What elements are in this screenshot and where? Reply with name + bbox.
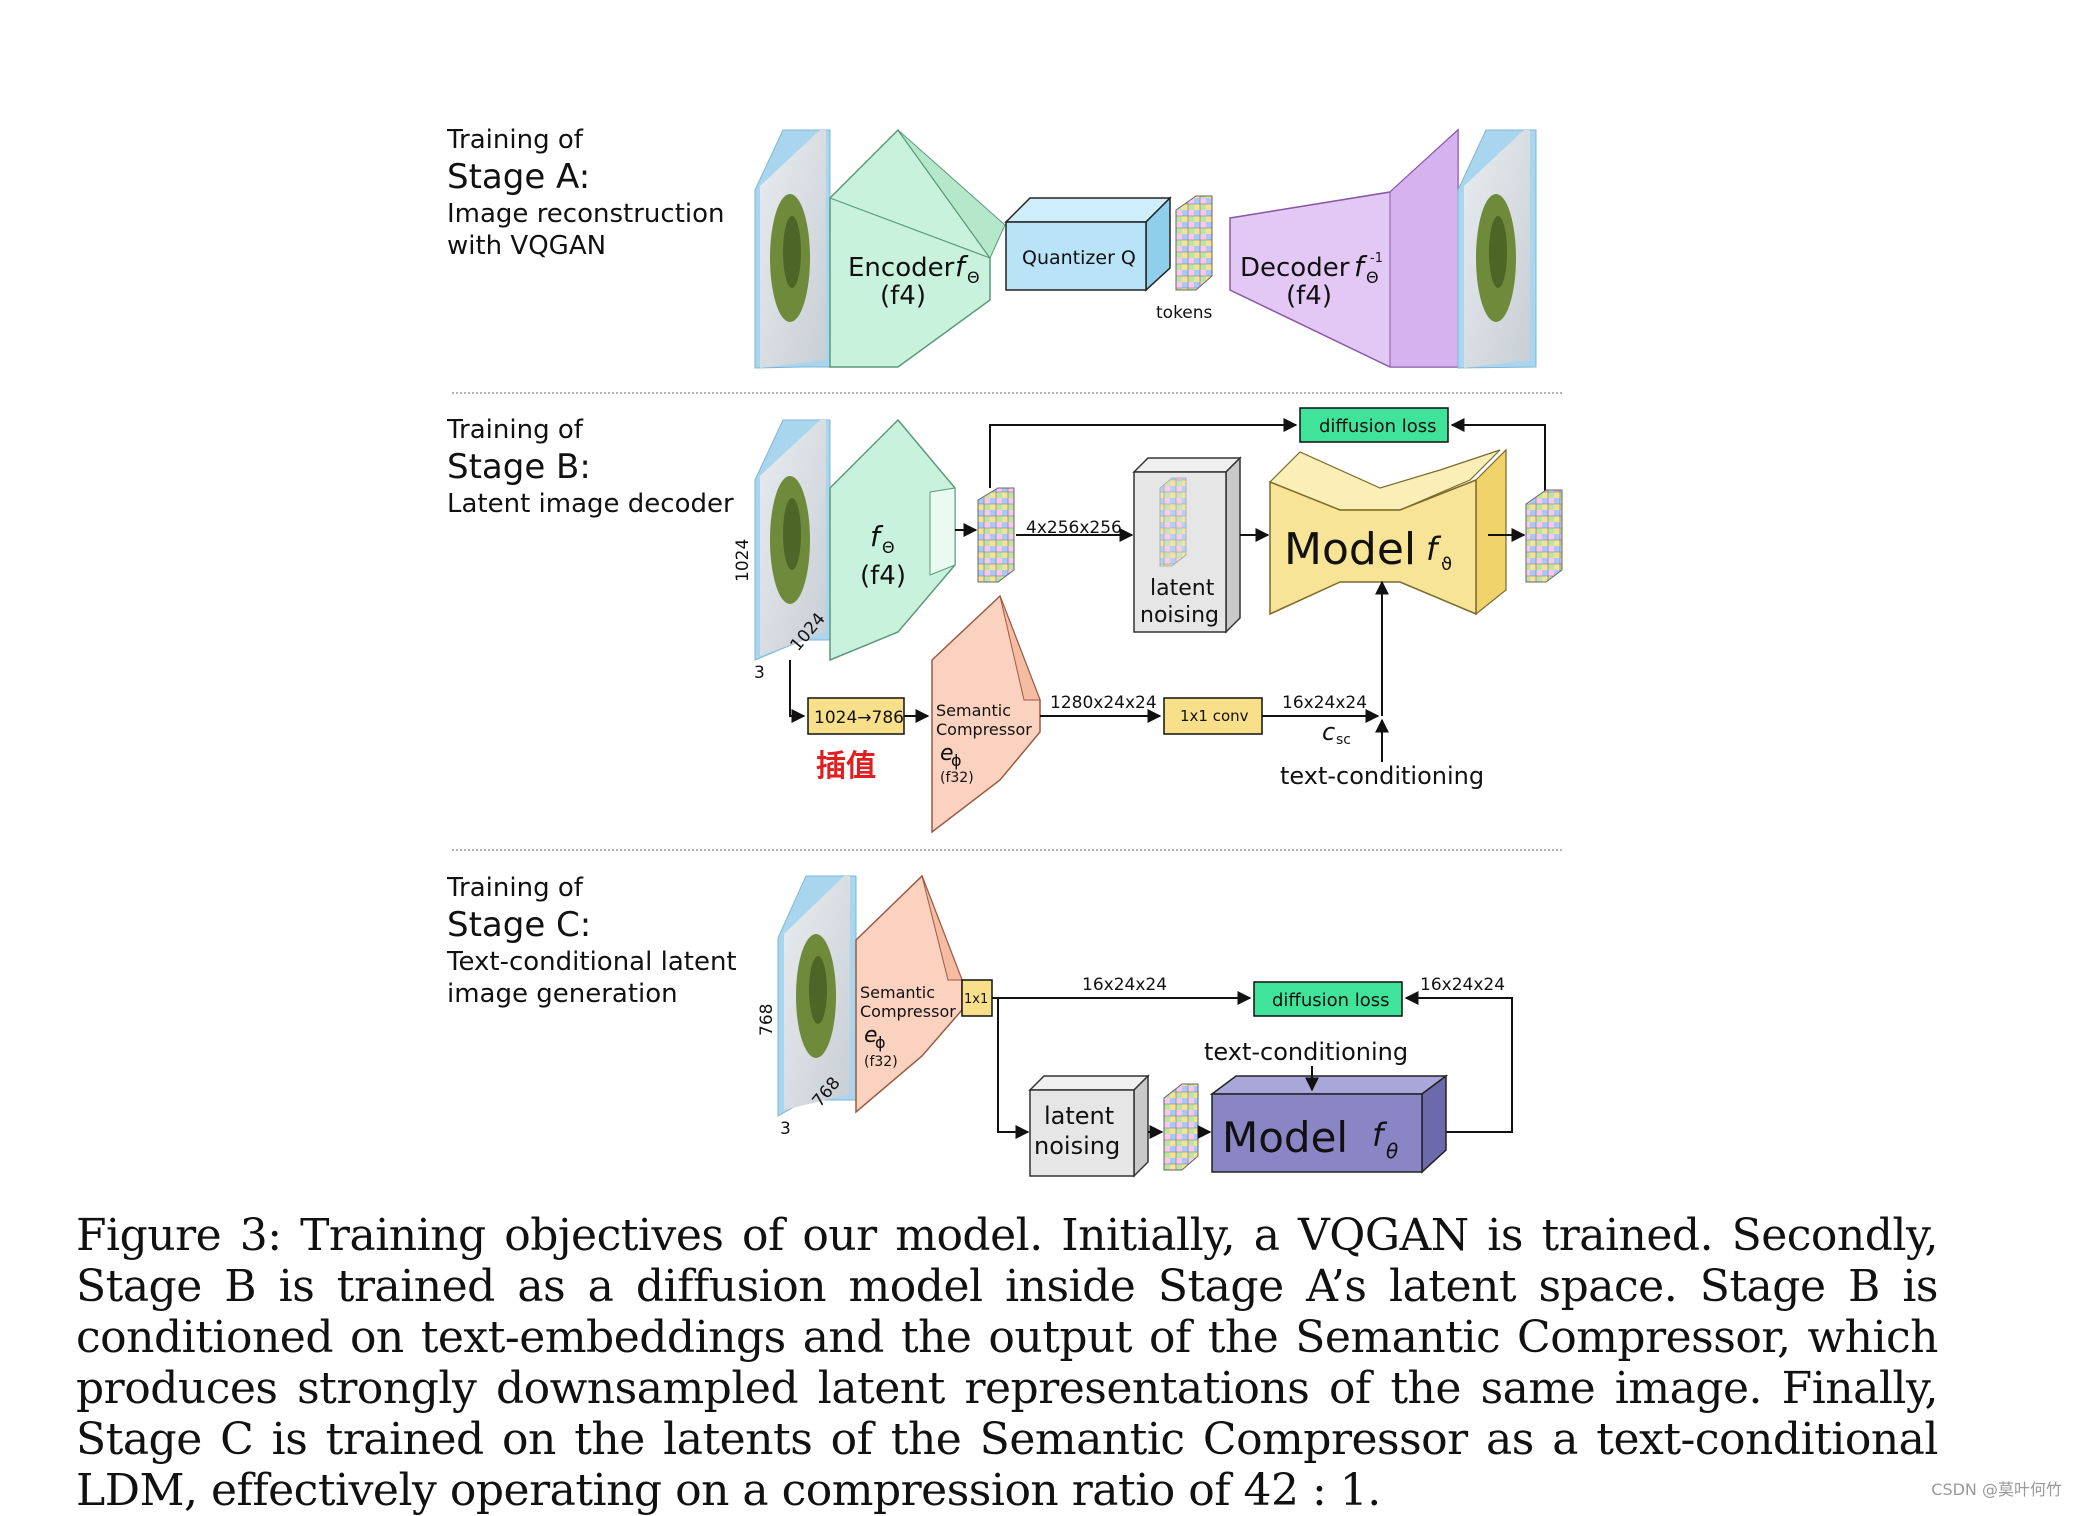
stage-c-title: Stage C: bbox=[447, 905, 591, 945]
stage-c-noising-line1: latent bbox=[1044, 1102, 1114, 1130]
stage-a-output-image bbox=[1457, 129, 1537, 369]
stage-b-compressor-sub: ϕ bbox=[951, 751, 962, 770]
stage-c-compressor-symbol: e bbox=[864, 1023, 878, 1048]
stage-c-shape-top: 16x24x24 bbox=[1082, 975, 1167, 995]
stage-c-latent-noising: latent noising bbox=[1028, 1074, 1150, 1178]
stage-c-labels: Training of Stage C: Text-conditional la… bbox=[446, 873, 737, 1009]
stage-c-conv-label: 1x1 bbox=[964, 992, 988, 1007]
stage-c-model-sub: θ bbox=[1386, 1139, 1398, 1163]
stage-b-shape-latent: 4x256x256 bbox=[1026, 518, 1122, 538]
stage-b-encoder: f Θ (f4) bbox=[829, 418, 956, 662]
stage-b-model-sub: ϑ bbox=[1441, 554, 1452, 575]
stage-b-csc-symbol: c bbox=[1322, 718, 1335, 746]
stage-a-tokens-label: tokens bbox=[1156, 303, 1213, 323]
stage-a-decoder-f: (f4) bbox=[1286, 281, 1332, 311]
stage-b-conv: 1x1 conv bbox=[1163, 697, 1263, 735]
stage-b-resize-block: 1024→786 bbox=[807, 697, 905, 735]
stage-b-semantic-compressor: Semantic Compressor e ϕ (f32) bbox=[931, 594, 1041, 834]
stage-c-input-image: 768 768 3 bbox=[757, 875, 857, 1139]
stage-c-semantic-compressor: Semantic Compressor e ϕ (f32) bbox=[855, 874, 963, 1114]
stage-c-compressor-f: (f32) bbox=[864, 1054, 898, 1070]
stage-b-labels: Training of Stage B: Latent image decode… bbox=[446, 415, 734, 519]
stage-b-title: Stage B: bbox=[447, 447, 591, 487]
stage-a-encoder: Encoder f Θ (f4) bbox=[829, 128, 1006, 368]
stage-c-model: Model f θ bbox=[1209, 1074, 1449, 1174]
stage-b-annotation-interpolation: 插值 bbox=[816, 749, 876, 784]
stage-b-conv-label: 1x1 conv bbox=[1180, 707, 1249, 725]
stage-b-arrow-loss-right bbox=[1450, 418, 1546, 502]
stage-a-quantizer: Quantizer Q bbox=[1004, 196, 1172, 292]
stage-c-compressor-sub: ϕ bbox=[875, 1033, 886, 1052]
stage-c-dim-height: 768 bbox=[757, 1004, 777, 1036]
stage-c-latent-grid bbox=[1163, 1083, 1199, 1171]
stage-b-encoder-sub: Θ bbox=[882, 538, 895, 557]
stage-b-latent-grid bbox=[977, 487, 1015, 583]
stage-c-diffusion-loss: diffusion loss bbox=[1253, 981, 1403, 1017]
stage-c-model-label: Model bbox=[1222, 1113, 1348, 1162]
watermark: CSDN @莫叶何竹 bbox=[1931, 1480, 2062, 1499]
stage-b-diffusion-loss: diffusion loss bbox=[1299, 407, 1449, 443]
stage-c-training-of: Training of bbox=[446, 873, 584, 903]
stage-b-output-grid bbox=[1525, 489, 1563, 583]
stage-b-csc-sub: sc bbox=[1336, 732, 1351, 748]
stage-b-shape-conv: 16x24x24 bbox=[1282, 693, 1367, 713]
stage-b-model-label: Model bbox=[1284, 524, 1416, 575]
stage-b-noising-line2: noising bbox=[1140, 603, 1219, 628]
stage-c-conv: 1x1 bbox=[961, 979, 993, 1017]
stage-c-shape-right: 16x24x24 bbox=[1420, 975, 1505, 995]
stage-a-encoder-sub: Θ bbox=[967, 268, 980, 287]
stage-b-diffusion-loss-label: diffusion loss bbox=[1319, 416, 1437, 437]
stage-b-dim-channels: 3 bbox=[754, 663, 765, 683]
stage-a-subtitle-2: with VQGAN bbox=[447, 231, 606, 261]
stage-a-subtitle-1: Image reconstruction bbox=[447, 199, 725, 229]
stage-b-text-conditioning: text-conditioning bbox=[1280, 762, 1484, 790]
stage-b-training-of: Training of bbox=[446, 415, 584, 445]
stage-c-subtitle-2: image generation bbox=[447, 979, 678, 1009]
stage-b-arrow-loss-left bbox=[989, 418, 1298, 488]
stage-b-compressor-f: (f32) bbox=[940, 770, 974, 786]
stage-c-compressor-line2: Compressor bbox=[860, 1002, 956, 1021]
stage-a-decoder: Decoder f Θ -1 (f4) bbox=[1229, 128, 1459, 368]
stage-a-decoder-sup: -1 bbox=[1370, 251, 1383, 266]
stage-c-diffusion-loss-label: diffusion loss bbox=[1272, 990, 1390, 1011]
stage-b-latent-noising: latent noising bbox=[1132, 456, 1242, 634]
stage-a-encoder-label: Encoder bbox=[848, 253, 955, 283]
stage-a-training-of: Training of bbox=[446, 125, 584, 155]
stage-a-input-image bbox=[754, 129, 831, 369]
stage-c-arrow-conv-noising bbox=[997, 998, 1030, 1139]
stage-b-encoder-f: (f4) bbox=[860, 561, 906, 591]
stage-c-text-conditioning: text-conditioning bbox=[1204, 1038, 1408, 1066]
stage-a-labels: Training of Stage A: Image reconstructio… bbox=[446, 125, 725, 261]
stage-a-title: Stage A: bbox=[447, 157, 590, 197]
stage-c-arrow-model-loss bbox=[1404, 991, 1513, 1133]
stage-a-decoder-label: Decoder bbox=[1240, 253, 1350, 283]
stage-c-noising-line2: noising bbox=[1034, 1132, 1120, 1160]
stage-a-quantizer-label: Quantizer Q bbox=[1022, 247, 1136, 269]
stage-b-compressor-symbol: e bbox=[940, 741, 954, 766]
stage-a-tokens: tokens bbox=[1156, 195, 1213, 323]
training-objectives-figure: Training of Stage A: Image reconstructio… bbox=[446, 125, 1563, 1178]
stage-b-arrow-img-resize bbox=[789, 660, 806, 723]
stage-a-encoder-f: (f4) bbox=[880, 281, 926, 311]
stage-b-model: Model f ϑ bbox=[1268, 448, 1507, 616]
stage-c-compressor-line1: Semantic bbox=[860, 983, 935, 1002]
figure-caption: Figure 3: Training objectives of our mod… bbox=[76, 1210, 1939, 1516]
stage-b-dim-height: 1024 bbox=[733, 539, 753, 582]
stage-a-decoder-sub: Θ bbox=[1366, 268, 1379, 287]
stage-c-subtitle-1: Text-conditional latent bbox=[446, 947, 737, 977]
stage-b-subtitle-1: Latent image decoder bbox=[447, 489, 734, 519]
stage-b-input-image: 1024 1024 3 bbox=[733, 419, 831, 683]
stage-b-resize-label: 1024→786 bbox=[814, 708, 904, 728]
stage-c-dim-channels: 3 bbox=[780, 1119, 791, 1139]
stage-b-compressor-line1: Semantic bbox=[936, 701, 1011, 720]
stage-b-noising-line1: latent bbox=[1150, 576, 1215, 601]
stage-b-compressor-line2: Compressor bbox=[936, 720, 1032, 739]
stage-b-shape-compressor: 1280x24x24 bbox=[1050, 693, 1157, 713]
